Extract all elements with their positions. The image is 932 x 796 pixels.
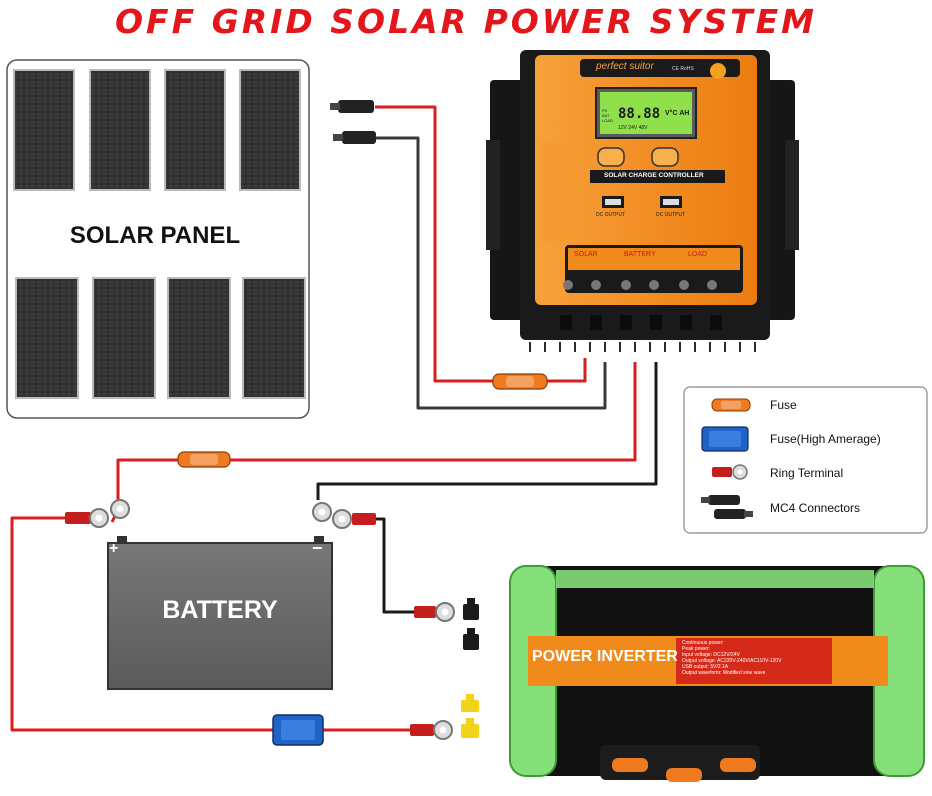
- fuse-icon: [492, 373, 548, 390]
- lcd-digits: 88.88: [618, 106, 661, 122]
- mc4-connector-icon: [701, 495, 753, 519]
- solar-panel-module: [13, 69, 75, 191]
- solar-panel-frame: [6, 59, 310, 419]
- solar-panel-label: SOLAR PANEL: [69, 222, 241, 249]
- ring-terminal-icon: [65, 490, 130, 528]
- solar-panel-module: [89, 69, 151, 191]
- battery: [107, 536, 333, 690]
- inverter-wires: [10, 516, 414, 732]
- high-amp-fuse-icon: [272, 714, 324, 746]
- solar-panel-group: [6, 59, 310, 419]
- usb-label-left: DC OUTPUT: [596, 212, 626, 218]
- legend-label-ring-terminal: Ring Terminal: [770, 466, 844, 480]
- battery-minus-sign: −: [312, 538, 323, 558]
- battery-wires: [116, 362, 658, 500]
- high-amp-fuse-icon: [701, 426, 749, 452]
- solar-panel-module: [239, 69, 301, 191]
- ring-terminal-icon: [312, 502, 376, 529]
- solar-panel-module: [15, 277, 79, 399]
- battery-label: BATTERY: [162, 596, 278, 624]
- diagram-title: OFF GRID SOLAR POWER SYSTEM: [115, 2, 817, 41]
- inverter-label: POWER INVERTER: [532, 648, 678, 665]
- solar-panel-module: [164, 69, 226, 191]
- lcd-voltage-row: 12V 24V 48V: [618, 125, 648, 131]
- terminal-label-solar: SOLAR: [574, 251, 598, 258]
- legend: [683, 386, 928, 534]
- terminal-label-battery: BATTERY: [624, 251, 656, 258]
- controller-brand: perfect suitor: [596, 61, 654, 72]
- legend-label-fuse: Fuse: [770, 398, 797, 412]
- solar-panel-bottom-row: [15, 277, 306, 399]
- terminal-label-load: LOAD: [688, 251, 708, 258]
- controller-title: SOLAR CHARGE CONTROLLER: [604, 172, 704, 179]
- inverter-spec-plate: Continuous power: Peak power: Input volt…: [682, 640, 782, 676]
- solar-panel-module: [242, 277, 306, 399]
- solar-panel-module: [92, 277, 156, 399]
- battery-plus-sign: +: [109, 540, 119, 557]
- legend-label-mc4: MC4 Connectors: [770, 501, 861, 515]
- ring-terminal-icon: [712, 464, 748, 480]
- controller-heatsink: [529, 342, 756, 352]
- controller-cert: CE RoHS: [672, 66, 694, 72]
- controller-terminal-screws: [563, 280, 717, 290]
- solar-charge-controller: [486, 50, 799, 352]
- solar-wires: [375, 105, 607, 410]
- usb-label-right: DC OUTPUT: [656, 212, 686, 218]
- controller-slots: [560, 315, 722, 330]
- legend-label-high-amp-fuse: Fuse(High Amerage): [770, 432, 881, 446]
- lcd-row-labels: PV BAT LOAD: [602, 108, 613, 123]
- mc4-connector-icon: [330, 100, 376, 144]
- fuse-icon: [711, 398, 751, 412]
- ring-terminal-icon: [410, 602, 455, 740]
- inverter-terminal-posts: [461, 598, 479, 738]
- power-inverter: [509, 565, 925, 782]
- fuse-icon: [177, 451, 231, 468]
- lcd-units: V°C AH: [665, 110, 690, 117]
- solar-panel-top-row: [13, 69, 301, 191]
- solar-panel-module: [167, 277, 231, 399]
